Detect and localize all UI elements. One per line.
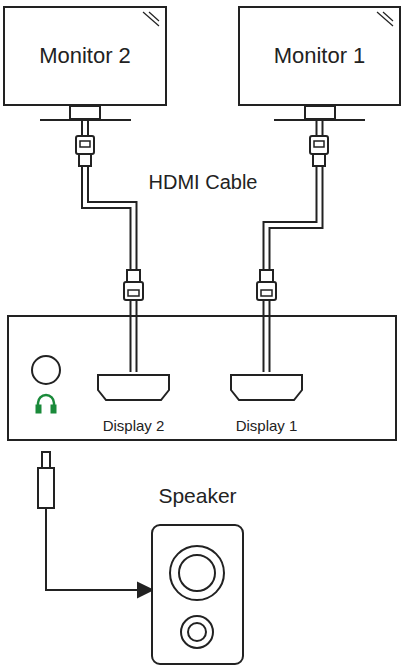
device-housing — [8, 316, 396, 440]
hdmi-socket — [97, 374, 170, 402]
device-name: Monitor 1 — [274, 43, 366, 69]
speaker-box: Speaker — [140, 484, 255, 666]
monitor-box: Monitor 1 — [238, 6, 401, 106]
device-name: Speaker — [158, 484, 236, 508]
hdmi-plug — [124, 270, 276, 300]
port-label: Display 1 — [236, 417, 298, 434]
monitor-box: Monitor 2 — [3, 6, 167, 106]
hdmi-port: Display 1 — [225, 372, 308, 434]
screen-glare — [373, 11, 395, 27]
audio-jack — [32, 356, 60, 384]
speaker-drawing — [151, 524, 244, 665]
monitor-stand — [40, 106, 365, 120]
screen-glare — [139, 11, 161, 27]
port-label: Display 2 — [103, 417, 165, 434]
headphone-icon — [36, 395, 56, 413]
cable-label: HDMI Cable — [149, 171, 258, 194]
hdmi-plug — [76, 136, 328, 166]
hdmi-socket — [230, 374, 303, 402]
hdmi-port: Display 2 — [92, 372, 175, 434]
audio-cable — [38, 452, 152, 597]
device-name: Monitor 2 — [39, 43, 131, 69]
